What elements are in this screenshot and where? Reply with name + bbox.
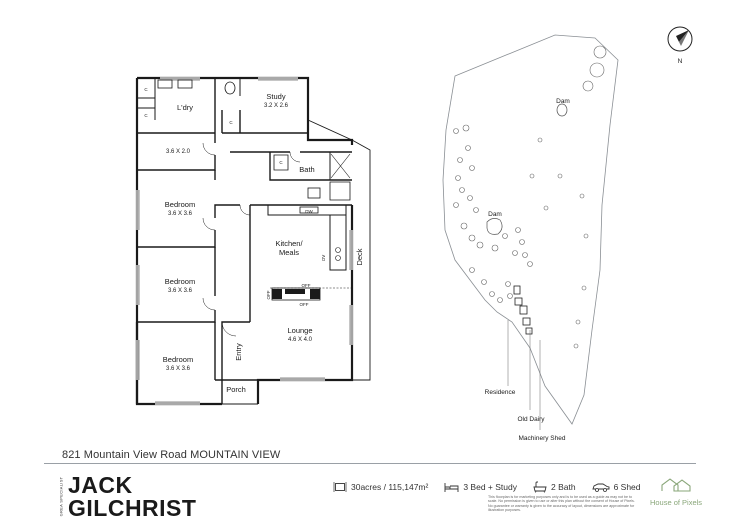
trees <box>453 45 607 349</box>
lounge-label: Lounge <box>287 326 312 335</box>
footer-divider <box>44 463 696 464</box>
brand-line-2: GILCHRIST <box>68 495 197 521</box>
brand-line-1: JACK <box>68 472 133 498</box>
study-label: Study <box>266 92 285 101</box>
residence-label: Residence <box>485 389 516 396</box>
property-boundary <box>442 34 619 425</box>
bath-stat: 2 Bath <box>533 481 576 493</box>
site-plan <box>442 34 619 430</box>
kitchen-label-line2: Meals <box>279 248 299 257</box>
property-stats: 30acres / 115,147m² 3 Bed + Study 2 Bath… <box>333 479 657 495</box>
compass-icon <box>667 26 693 52</box>
bed-stat: 3 Bed + Study <box>444 482 517 493</box>
cupboard-label: C <box>144 113 148 118</box>
company-name: House of Pixels <box>649 498 703 507</box>
appliance-off-label: OFF <box>302 283 311 288</box>
land-stat: 30acres / 115,147m² <box>333 481 428 493</box>
cupboard-label: C <box>144 87 148 92</box>
study-dimensions: 3.2 X 2.6 <box>264 103 289 109</box>
appliance-off-label: OFF <box>300 302 309 307</box>
laundry-label: L'dry <box>177 103 193 112</box>
car-icon <box>591 483 610 492</box>
floor-plan <box>135 76 371 406</box>
cupboard-label: C <box>279 160 283 165</box>
disclaimer-text: This floorplan is for marketing purposes… <box>488 495 635 513</box>
dam-south-shape <box>486 218 503 235</box>
appliance-off-label: OFF <box>266 290 271 299</box>
old-dairy-label: Old Dairy <box>517 416 545 423</box>
bed-icon <box>444 482 459 492</box>
compass-north-label: N <box>678 58 683 65</box>
bath-label: Bath <box>299 165 314 174</box>
appliance-ov-label: OV <box>321 255 326 262</box>
agency-brand: JACK GILCHRIST <box>68 474 196 520</box>
deck-label: Deck <box>355 248 364 265</box>
land-stat-value: 30acres / 115,147m² <box>351 482 429 492</box>
porch-label: Porch <box>226 385 246 394</box>
dam-north-shape <box>556 103 568 117</box>
lounge-dimensions: 4.6 X 4.0 <box>288 337 313 343</box>
entry-label: Entry <box>234 343 243 361</box>
bath-stat-value: 2 Bath <box>550 482 576 492</box>
bedroom-3-label: Bedroom <box>163 355 193 364</box>
appliance-dw-label: DW <box>305 209 313 214</box>
bath-icon <box>533 481 547 493</box>
house-logo-icon <box>661 478 691 492</box>
land-area-icon <box>333 482 347 492</box>
bed-stat-value: 3 Bed + Study <box>463 482 517 492</box>
hall-dimensions: 3.6 X 2.0 <box>166 149 191 155</box>
brand-side-tag: GREA SPECIALIST <box>55 476 65 520</box>
dam-north-label: Dam <box>556 98 570 105</box>
kitchen-label-line1: Kitchen/ <box>275 239 303 248</box>
bedroom-2-dimensions: 3.6 X 3.6 <box>168 288 193 294</box>
shed-stat-value: 6 Shed <box>613 482 641 492</box>
dam-south-label: Dam <box>488 211 502 218</box>
bedroom-2-label: Bedroom <box>165 277 195 286</box>
brand-side-text: GREA SPECIALIST <box>58 476 64 517</box>
cupboard-label: C <box>229 120 233 125</box>
bedroom-1-dimensions: 3.6 X 3.6 <box>168 211 193 217</box>
machinery-shed-label: Machinery Shed <box>519 435 566 442</box>
shed-stat: 6 Shed <box>591 482 641 492</box>
buildings <box>513 285 533 335</box>
bedroom-3-dimensions: 3.6 X 3.6 <box>166 366 191 372</box>
bedroom-1-label: Bedroom <box>165 200 195 209</box>
floor-and-site-plan: L'dry Study 3.2 X 2.6 3.6 X 2.0 Bath Bed… <box>135 26 693 442</box>
property-address: 821 Mountain View Road MOUNTAIN VIEW <box>62 449 281 461</box>
house-of-pixels-logo: House of Pixels <box>641 478 711 507</box>
